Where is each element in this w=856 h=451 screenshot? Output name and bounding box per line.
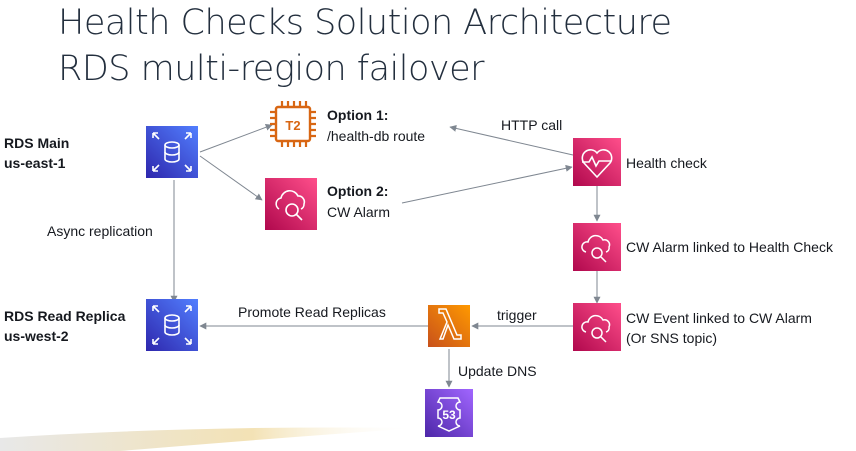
health-check-icon [573,138,621,186]
rds-replica-region: us-west-2 [4,328,69,344]
option1-title: Option 1: [327,107,388,123]
lambda-node [428,305,470,347]
http-call-label: HTTP call [501,117,562,133]
ec2-instance-icon: T2 [270,101,316,147]
cloudwatch-glyph [275,190,306,221]
heart-pulse-glyph [581,149,613,179]
cloudwatch-event-icon [573,303,621,351]
option2-title: Option 2: [327,183,388,199]
rds-main-label: RDS Main [4,135,69,151]
rds-glyph [152,132,192,172]
rds-main-region: us-east-1 [4,155,66,171]
option1-route: /health-db route [327,128,425,144]
rds-replica-label: RDS Read Replica [4,308,126,324]
route53-node: 53 [425,389,473,437]
arrow-rds-to-option2 [199,155,263,201]
async-replication-label: Async replication [47,223,153,239]
arrow-rds-to-option1 [199,123,273,153]
cw-event-label: CW Event linked to CW Alarm [626,310,812,326]
edges [170,123,601,388]
cloudwatch-glyph [581,234,611,263]
lambda-glyph [438,308,462,340]
route53-text: 53 [442,408,456,422]
cw-event-sublabel: (Or SNS topic) [626,330,717,346]
title-line-2: RDS multi-region failover [58,49,485,89]
shield-glyph [436,397,462,432]
option1-node: T2 Option 1: /health-db route [270,101,425,147]
rds-glyph [152,305,192,345]
cloudwatch-alarm-icon [573,223,621,271]
arrow-option2-to-healthcheck [401,164,573,204]
cloudwatch-glyph [581,314,611,343]
page-title: Health Checks Solution Architecture RDS … [58,0,672,92]
rds-replica-node: RDS Read Replica us-west-2 [4,299,198,351]
promote-label: Promote Read Replicas [238,304,386,320]
health-check-node: Health check [573,138,708,186]
route53-icon [425,389,473,437]
rds-main-node: RDS Main us-east-1 [4,126,198,178]
decorative-swoosh [0,427,420,451]
update-dns-label: Update DNS [458,363,537,379]
title-line-1: Health Checks Solution Architecture [58,3,672,43]
ec2-type-text: T2 [285,118,300,133]
health-check-label: Health check [626,155,708,171]
arrow-healthcheck-to-option1 [449,124,574,156]
cw-alarm-node: CW Alarm linked to Health Check [573,223,834,271]
cw-event-node: CW Event linked to CW Alarm (Or SNS topi… [573,303,812,351]
option2-node: Option 2: CW Alarm [265,178,390,230]
trigger-label: trigger [497,307,537,323]
cw-alarm-label: CW Alarm linked to Health Check [626,239,834,255]
option2-alarm: CW Alarm [327,204,390,220]
